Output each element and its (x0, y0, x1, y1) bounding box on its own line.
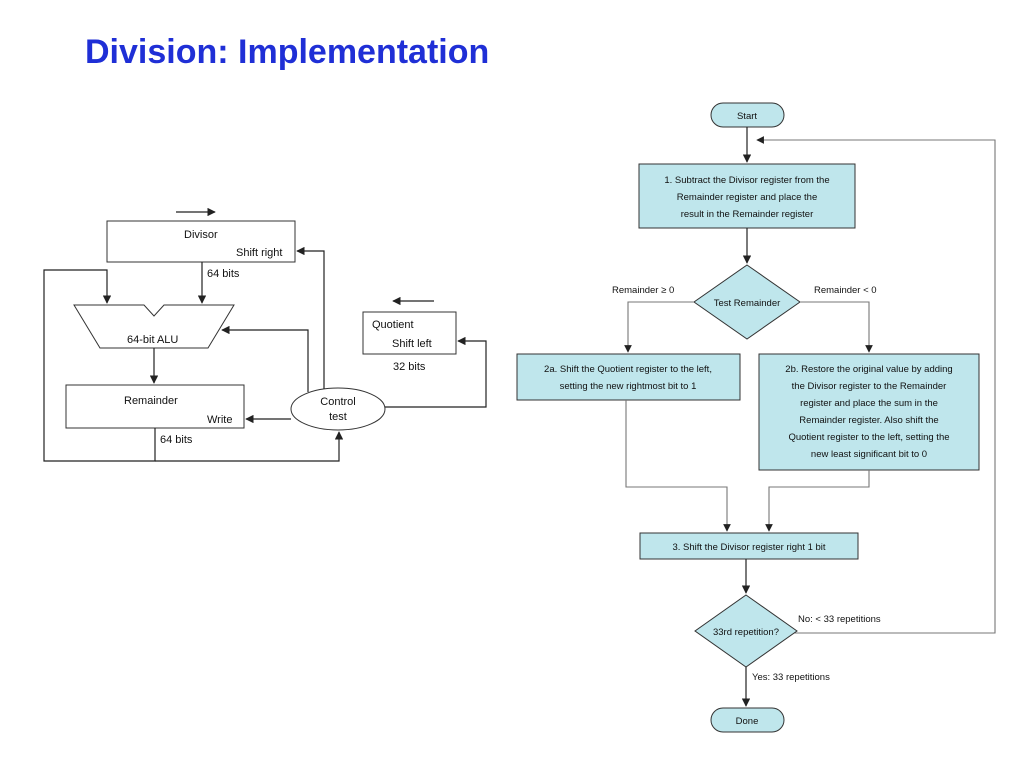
repetition-decision: 33rd repetition? (694, 594, 798, 668)
step2b-line-5: Quotient register to the left, setting t… (788, 432, 949, 443)
remainder-to-control-wire (155, 431, 344, 462)
step3-label: 3. Shift the Divisor register right 1 bi… (672, 542, 825, 553)
step2b-line-2: the Divisor register to the Remainder (792, 381, 947, 392)
step2b-line-6: new least significant bit to 0 (811, 449, 927, 460)
step2a-line-2: setting the new rightmost bit to 1 (560, 381, 697, 392)
step2b-line-1: 2b. Restore the original value by adding (785, 364, 952, 375)
repetition-label: 33rd repetition? (713, 627, 779, 638)
test-to-step2b-arrow (800, 301, 873, 353)
remainder-label: Remainder (124, 395, 178, 407)
yes-branch-label: Yes: 33 repetitions (752, 672, 830, 683)
step2b-line-4: Remainder register. Also shift the (799, 415, 938, 426)
remainder-op-label: Write (207, 414, 232, 426)
divisor-label: Divisor (184, 229, 218, 241)
flowchart: Start 1. Subtract the Divisor register f… (516, 102, 996, 733)
divisor-width-label: 64 bits (207, 268, 240, 280)
control-test-label: test (329, 411, 347, 423)
alu: 64-bit ALU (73, 304, 235, 349)
page-title: Division: Implementation (85, 33, 490, 71)
branch-left-label: Remainder ≥ 0 (612, 285, 674, 296)
quotient-width-label: 32 bits (393, 361, 426, 373)
step3-box: 3. Shift the Divisor register right 1 bi… (639, 532, 859, 560)
control-to-quotient-wire (385, 336, 487, 408)
control-test-unit: Control test (290, 387, 386, 431)
control-label: Control (320, 396, 355, 408)
start-terminal: Start (710, 102, 785, 128)
quotient-register: Quotient Shift left (362, 311, 457, 355)
hardware-diagram: Divisor Shift right 64 bits 64-bit ALU R… (43, 207, 487, 462)
test-remainder-decision: Test Remainder (693, 264, 801, 340)
divisor-register: Divisor Shift right (106, 220, 296, 263)
quotient-op-label: Shift left (392, 338, 432, 350)
remainder-register: Remainder Write (65, 384, 245, 429)
step2b-line-3: register and place the sum in the (800, 398, 938, 409)
alu-label: 64-bit ALU (127, 334, 178, 346)
test-to-step2a-arrow (624, 301, 694, 353)
no-branch-label: No: < 33 repetitions (798, 614, 881, 625)
quotient-label: Quotient (372, 319, 414, 331)
branch-right-label: Remainder < 0 (814, 285, 877, 296)
control-to-alu-wire (221, 325, 309, 392)
step2b-box: 2b. Restore the original value by adding… (758, 353, 980, 471)
done-terminal: Done (710, 707, 785, 733)
step2a-box: 2a. Shift the Quotient register to the l… (516, 353, 741, 401)
divisor-op-label: Shift right (236, 247, 282, 259)
step1-line-1: 1. Subtract the Divisor register from th… (664, 175, 829, 186)
start-label: Start (737, 111, 757, 122)
done-label: Done (736, 716, 759, 727)
step2a-to-step3-arrow (625, 400, 731, 532)
step2b-to-step3-arrow (765, 470, 870, 532)
step1-line-3: result in the Remainder register (681, 209, 814, 220)
loop-back-arrow (745, 136, 996, 634)
step1-line-2: Remainder register and place the (677, 192, 817, 203)
remainder-feedback-wire (43, 269, 156, 462)
control-to-divisor-wire (296, 246, 325, 389)
test-remainder-label: Test Remainder (714, 298, 781, 309)
step1-box: 1. Subtract the Divisor register from th… (638, 163, 856, 229)
remainder-width-label: 64 bits (160, 434, 193, 446)
step2a-line-1: 2a. Shift the Quotient register to the l… (544, 364, 712, 375)
